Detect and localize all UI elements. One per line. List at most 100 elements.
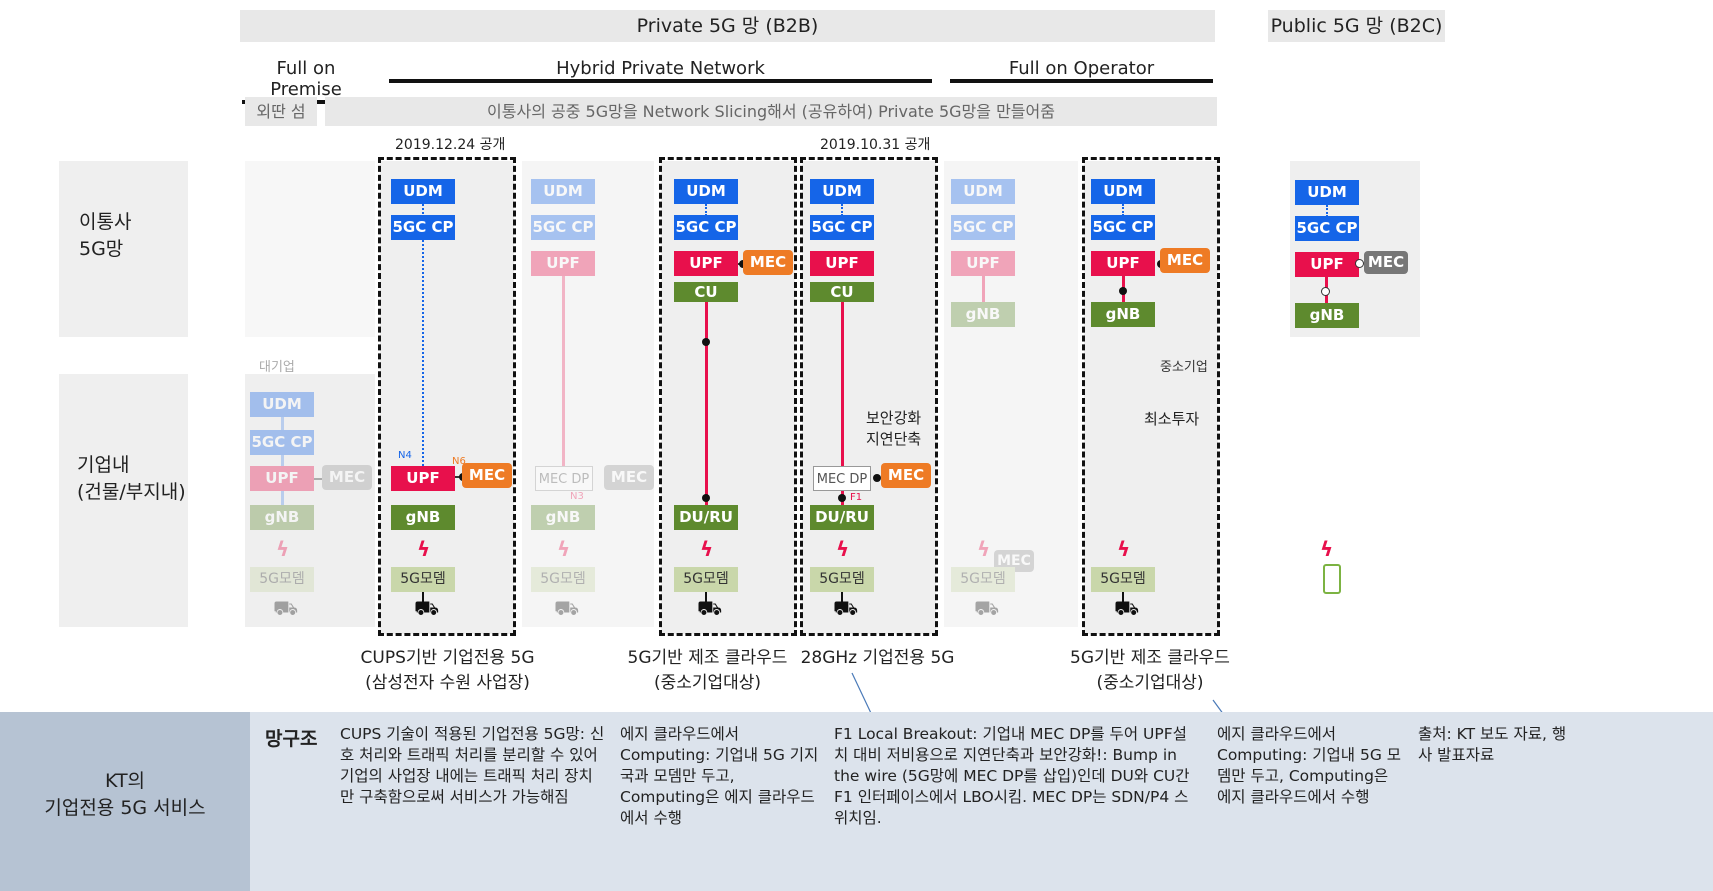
col8-mec-dot <box>1355 259 1364 268</box>
footer-source: 출처: KT 보도 자료, 행사 발표자료 <box>1418 725 1567 764</box>
col4-terminal-icon: ⛟ <box>697 596 723 620</box>
col3-modem: 5G모뎀 <box>531 567 595 592</box>
island-label: 외딴 섬 <box>245 97 317 126</box>
frame-cups <box>378 157 516 636</box>
col2-udm: UDM <box>391 179 455 204</box>
phone-icon <box>1323 564 1341 594</box>
col5-link <box>841 300 844 510</box>
col4-link <box>705 300 708 510</box>
band-col1-bot <box>245 374 375 627</box>
col7-modem: 5G모뎀 <box>1091 567 1155 592</box>
col7-cp: 5GC CP <box>1091 215 1155 240</box>
col6-mec: MEC <box>994 550 1034 572</box>
private-5g-header: Private 5G 망 (B2B) <box>240 10 1215 42</box>
col2-terminal-icon: ⛟ <box>414 596 440 620</box>
n6-label: N6 <box>452 456 466 467</box>
large-enterprise-label: 대기업 <box>259 360 295 375</box>
col1-upf: UPF <box>250 466 314 491</box>
col8-gnb-dot <box>1321 287 1330 296</box>
col5-du-ru: DU/RU <box>810 505 874 530</box>
col4-mec: MEC <box>743 250 793 275</box>
footer-text-edge-2: 에지 클라우드에서 Computing: 기업내 5G 모뎀만 두고, Comp… <box>1217 725 1402 806</box>
col5-mec: MEC <box>881 463 931 488</box>
col4-cp: 5GC CP <box>674 215 738 240</box>
category-hybrid: Hybrid Private Network <box>389 58 932 83</box>
col2-modem: 5G모뎀 <box>391 567 455 592</box>
footer-text-f1: F1 Local Breakout: 기업내 MEC DP를 두어 UPF설치 … <box>834 725 1190 827</box>
row-label-carrier: 이통사 5G망 <box>59 161 188 337</box>
col4-cu: CU <box>674 282 738 302</box>
col4-modem: 5G모뎀 <box>674 567 738 592</box>
n3-label: N3 <box>570 491 584 502</box>
caption-28ghz: 28GHz 기업전용 5G <box>800 648 955 668</box>
public-5g-header: Public 5G 망 (B2C) <box>1268 10 1445 42</box>
n4-label: N4 <box>398 450 412 461</box>
col3-upf: UPF <box>531 251 595 276</box>
col1-udm: UDM <box>250 392 314 417</box>
col4-du-dot <box>702 494 710 502</box>
category-operator: Full on Operator <box>950 58 1213 83</box>
col5-modem: 5G모뎀 <box>810 567 874 592</box>
col6-udm: UDM <box>951 179 1015 204</box>
col7-mec: MEC <box>1160 248 1210 273</box>
security-label: 보안강화 지연단축 <box>866 409 922 448</box>
band-col6 <box>944 161 1078 627</box>
slicing-label: 이통사의 공중 5G망을 Network Slicing해서 (공유하여) Pr… <box>325 97 1217 126</box>
col8-cp: 5GC CP <box>1295 216 1359 241</box>
col7-gnb: gNB <box>1091 302 1155 327</box>
col1-mec: MEC <box>322 465 372 490</box>
col5-cp-link <box>841 204 843 216</box>
col6-link <box>982 276 985 306</box>
col2-mec: MEC <box>462 463 512 488</box>
col8-udm: UDM <box>1295 180 1359 205</box>
col6-terminal-icon: ⛟ <box>974 596 1000 620</box>
footer-title-block: KT의 기업전용 5G 서비스 <box>0 712 250 891</box>
col1-radio-icon: ϟ <box>276 537 290 561</box>
footer-title: KT의 기업전용 5G 서비스 <box>44 770 206 819</box>
col4-du-ru: DU/RU <box>674 505 738 530</box>
col5-udm: UDM <box>810 179 874 204</box>
col5-mec-dp: MEC DP <box>813 466 871 491</box>
col5-radio-icon: ϟ <box>836 537 850 561</box>
date-label-2: 2019.10.31 공개 <box>820 137 931 153</box>
col2-modem-link <box>422 592 424 602</box>
col3-mec-dp: MEC DP <box>535 466 593 491</box>
col3-link <box>562 276 565 471</box>
date-label-1: 2019.12.24 공개 <box>395 137 506 153</box>
frame-28ghz <box>800 157 938 636</box>
col2-radio-icon: ϟ <box>417 537 431 561</box>
footer-body <box>250 712 1713 891</box>
col2-upf: UPF <box>391 466 455 491</box>
col1-gnb: gNB <box>250 505 314 530</box>
col8-gnb: gNB <box>1295 303 1359 328</box>
footer-text-cups: CUPS 기술이 적용된 기업전용 5G망: 신호 처리와 트래픽 처리를 분리… <box>340 725 605 806</box>
col7-radio-icon: ϟ <box>1117 537 1131 561</box>
col2-gnb: gNB <box>391 505 455 530</box>
col5-mec-dot <box>873 474 881 482</box>
frame-edge-cloud-1 <box>659 157 797 636</box>
min-invest-label: 최소투자 <box>1144 410 1200 428</box>
col5-modem-link <box>841 592 843 602</box>
footer-label: 망구조 <box>265 728 318 750</box>
col1-mec-link <box>314 478 326 480</box>
col6-cp: 5GC CP <box>951 215 1015 240</box>
col4-midhaul-dot <box>702 338 710 346</box>
footer-text-edge-1: 에지 클라우드에서 Computing: 기업내 5G 기지국과 모뎀만 두고,… <box>620 725 819 827</box>
col4-upf: UPF <box>674 251 738 276</box>
col5-cu: CU <box>810 282 874 302</box>
col7-gnb-dot <box>1119 287 1127 295</box>
col4-cp-link <box>705 204 707 216</box>
col5-upf: UPF <box>810 251 874 276</box>
col4-radio-icon: ϟ <box>700 537 714 561</box>
col6-radio-icon: ϟ <box>977 537 991 561</box>
col7-cp-link <box>1122 204 1124 216</box>
col5-cp: 5GC CP <box>810 215 874 240</box>
col6-gnb: gNB <box>951 302 1015 327</box>
col1-link <box>281 417 284 529</box>
col4-udm: UDM <box>674 179 738 204</box>
band-col3 <box>522 161 654 627</box>
col8-upf: UPF <box>1295 252 1359 277</box>
caption-edge-cloud-2: 5G기반 제조 클라우드 (중소기업대상) <box>1070 648 1230 693</box>
col3-gnb: gNB <box>531 505 595 530</box>
col7-terminal-icon: ⛟ <box>1114 596 1140 620</box>
